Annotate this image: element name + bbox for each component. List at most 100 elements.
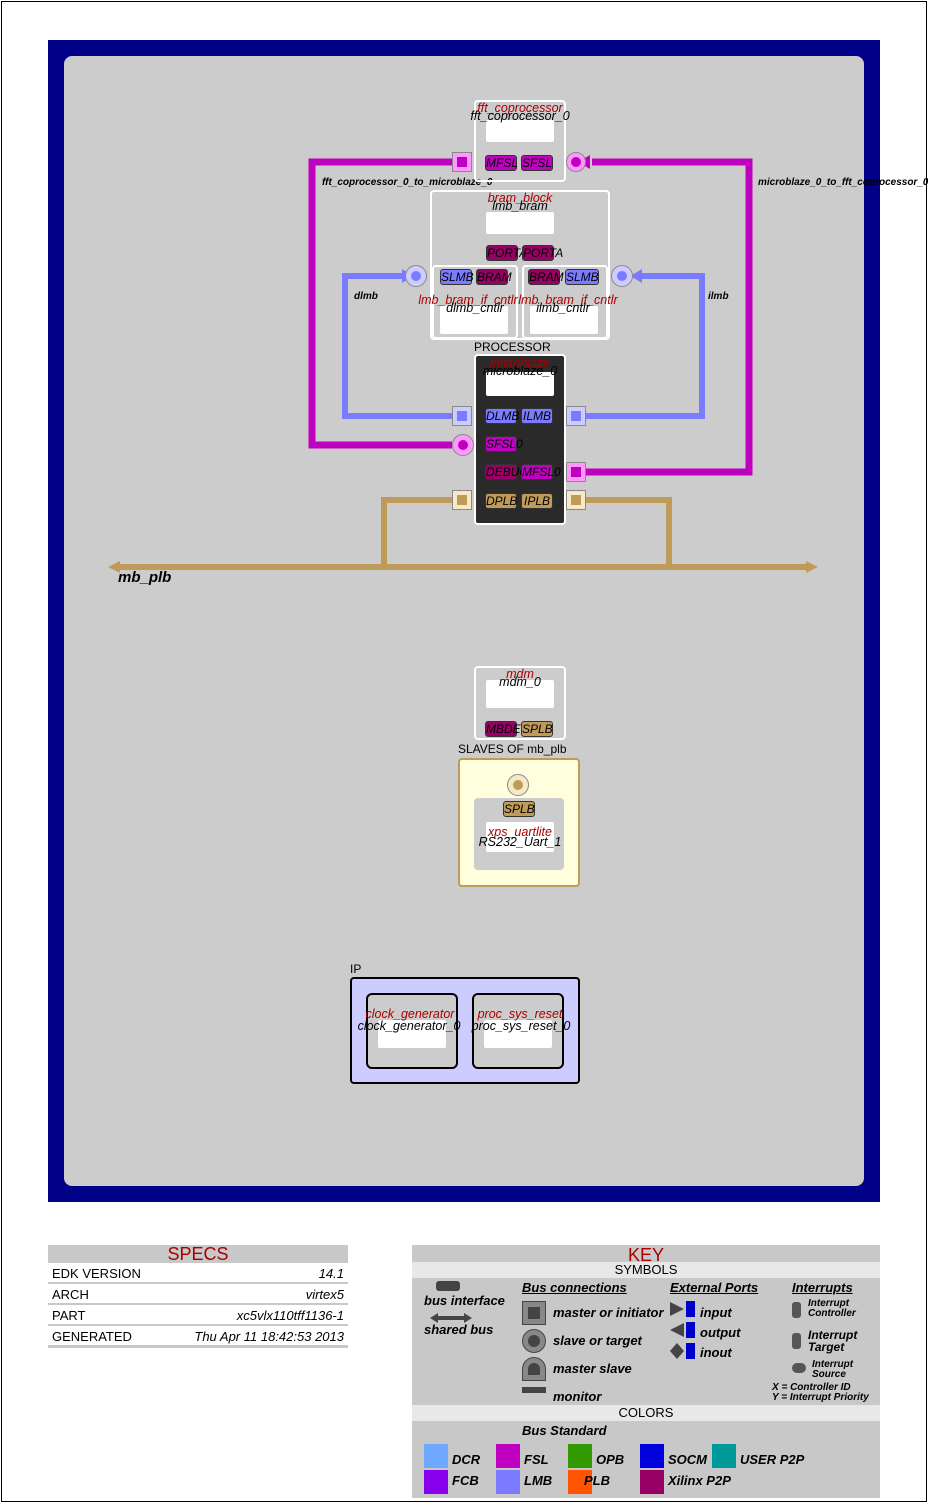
bus-standard-label: Bus Standard bbox=[522, 1423, 607, 1438]
ilmb-cntlr-instance: ilmb_cntlr bbox=[536, 301, 590, 315]
ilmb-port-bram[interactable]: BRAM bbox=[528, 269, 564, 285]
specs-title: SPECS bbox=[48, 1245, 348, 1263]
fft-port-sfsl[interactable]: SFSL bbox=[521, 155, 553, 171]
master-slave-label: master slave bbox=[553, 1361, 632, 1376]
processor-heading: PROCESSOR bbox=[474, 340, 551, 354]
dplb-line bbox=[381, 497, 452, 567]
bram-type: bram_block bbox=[487, 191, 553, 205]
bram-module[interactable] bbox=[430, 190, 610, 340]
dlmb-port-slmb[interactable]: SLMB bbox=[440, 269, 474, 285]
microblaze-instance: microblaze_0 bbox=[482, 364, 558, 378]
ilmb-master-icon bbox=[566, 406, 586, 426]
mdm-module[interactable] bbox=[474, 666, 566, 740]
fft-instance: fft_coprocessor_0 bbox=[470, 109, 570, 123]
uart-slave-icon bbox=[507, 774, 529, 796]
ilmb-line bbox=[586, 273, 705, 419]
fft-slave-icon bbox=[566, 152, 586, 172]
swatch-lmb-label: LMB bbox=[524, 1473, 553, 1488]
external-ports-heading: External Ports bbox=[670, 1280, 759, 1295]
mdm-port-mbdebug[interactable]: MBDEBUG bbox=[485, 721, 547, 737]
swatch-plb-label: PLB bbox=[584, 1473, 610, 1488]
proc-sys-reset-instance: proc_sys_reset_0 bbox=[471, 1019, 571, 1033]
fft-type: fft_coprocessor bbox=[477, 101, 563, 115]
microblaze-type: microblaze bbox=[489, 356, 551, 370]
mb-port-ilmb[interactable]: ILMB bbox=[521, 408, 553, 424]
fsl-left-line bbox=[308, 158, 462, 449]
swatch-dcr bbox=[424, 1444, 448, 1468]
ilmb-port-slmb[interactable]: SLMB bbox=[565, 269, 599, 285]
ilmb-slave-icon bbox=[611, 265, 633, 287]
input-label: input bbox=[700, 1305, 732, 1320]
mb-port-dlmb[interactable]: DLMB bbox=[485, 408, 520, 424]
master-icon bbox=[522, 1301, 546, 1325]
output-label: output bbox=[700, 1325, 741, 1340]
sfsl0-slave-icon bbox=[452, 434, 474, 456]
mdm-port-splb[interactable]: SPLB bbox=[521, 721, 553, 737]
master-slave-icon bbox=[522, 1357, 546, 1381]
uart-port-splb[interactable]: SPLB bbox=[503, 801, 535, 817]
swatch-opb-label: OPB bbox=[596, 1452, 625, 1467]
uart-instance: RS232_Uart_1 bbox=[478, 835, 562, 849]
iplb-line bbox=[586, 497, 672, 567]
plb-bus-label: mb_plb bbox=[118, 569, 172, 586]
dlmb-master-icon bbox=[452, 406, 472, 426]
dlmb-label: dlmb bbox=[354, 291, 378, 302]
mb-port-mfsl0[interactable]: MFSL0 bbox=[521, 464, 561, 480]
bus-connections-heading: Bus connections bbox=[522, 1280, 627, 1295]
interrupt-source-label: Interrupt Source bbox=[812, 1359, 854, 1380]
inout-icon bbox=[670, 1343, 695, 1359]
clock-generator-type: clock_generator bbox=[365, 1007, 455, 1021]
swatch-fcb bbox=[424, 1470, 448, 1494]
fft-port-mfsl[interactable]: MFSL bbox=[485, 155, 519, 171]
shared-bus-icon bbox=[430, 1313, 472, 1323]
fsl-left-label: fft_coprocessor_0_to_microblaze_0 bbox=[322, 177, 493, 188]
fsl-right-line bbox=[586, 158, 753, 476]
interrupt-target-label: Interrupt Target bbox=[808, 1328, 858, 1354]
monitor-icon bbox=[522, 1387, 546, 1393]
clock-generator-instance: clock_generator_0 bbox=[357, 1019, 461, 1033]
mb-port-dplb[interactable]: DPLB bbox=[485, 493, 518, 509]
inout-label: inout bbox=[700, 1345, 732, 1360]
interrupt-note-1: X = Controller ID bbox=[772, 1382, 851, 1393]
dlmb-cntlr-type: lmb_bram_if_cntlr bbox=[418, 293, 518, 307]
swatch-user-p2p-label: USER P2P bbox=[740, 1452, 805, 1467]
uart-type: xps_uartlite bbox=[488, 825, 552, 839]
dlmb-port-bram[interactable]: BRAM bbox=[476, 269, 512, 285]
swatch-dcr-label: DCR bbox=[452, 1452, 481, 1467]
dlmb-cntlr-module[interactable] bbox=[432, 265, 518, 339]
dlmb-cntlr-instance: dlmb_cntlr bbox=[446, 301, 504, 315]
swatch-plb bbox=[568, 1470, 592, 1494]
interrupt-controller-icon bbox=[792, 1302, 801, 1318]
mdm-type: mdm bbox=[506, 667, 534, 681]
interrupt-source-icon bbox=[792, 1363, 806, 1373]
swatch-opb bbox=[568, 1444, 592, 1468]
swatch-fcb-label: FCB bbox=[452, 1473, 479, 1488]
bram-port-b[interactable]: PORTA bbox=[522, 245, 564, 261]
fft-module[interactable] bbox=[474, 100, 566, 182]
ip-heading: IP bbox=[350, 962, 362, 976]
mdm-instance: mdm_0 bbox=[499, 675, 541, 689]
bram-port-a[interactable]: PORTA bbox=[486, 245, 528, 261]
shared-bus-label: shared bus bbox=[424, 1322, 494, 1337]
mb-port-sfsl0[interactable]: SFSL0 bbox=[485, 436, 523, 452]
fft-master-icon bbox=[452, 152, 472, 172]
mb-port-debug[interactable]: DEBUG bbox=[485, 464, 529, 480]
dplb-master-icon bbox=[452, 490, 472, 510]
dlmb-line bbox=[342, 273, 452, 419]
interrupt-note-2: Y = Interrupt Priority bbox=[772, 1392, 869, 1403]
fsl-right-label: microblaze_0_to_fft_coprocessor_0 bbox=[758, 177, 928, 188]
swatch-user-p2p bbox=[712, 1444, 736, 1468]
ilmb-cntlr-module[interactable] bbox=[522, 265, 608, 339]
interrupt-target-icon bbox=[792, 1333, 801, 1349]
slave-label: slave or target bbox=[553, 1333, 642, 1348]
ilmb-label: ilmb bbox=[708, 291, 729, 302]
output-icon bbox=[670, 1322, 695, 1338]
iplb-master-icon bbox=[566, 490, 586, 510]
input-icon bbox=[670, 1301, 695, 1317]
mb-port-iplb[interactable]: IPLB bbox=[521, 493, 553, 509]
swatch-lmb bbox=[496, 1470, 520, 1494]
